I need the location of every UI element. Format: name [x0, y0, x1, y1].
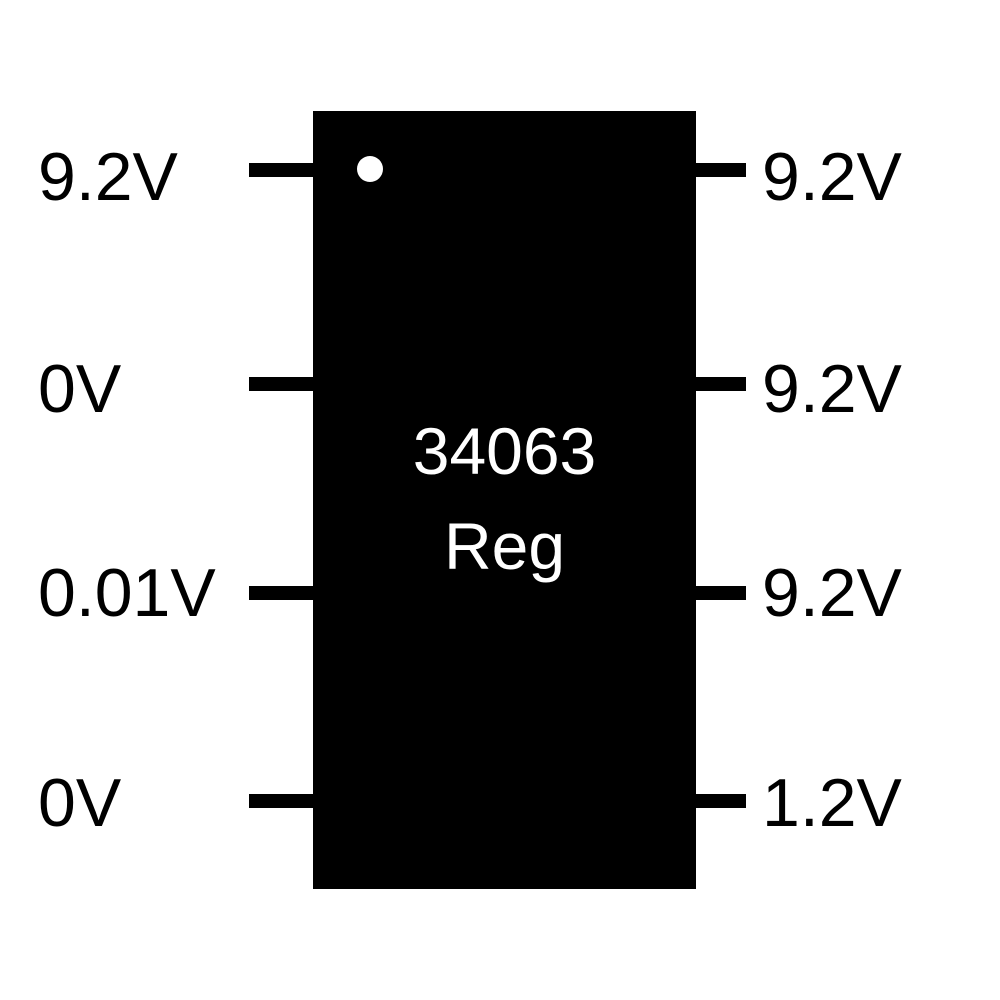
pin-4-lead [249, 794, 315, 808]
pin-7-lead [694, 377, 746, 391]
pin-1-voltage-label: 9.2V [38, 139, 178, 215]
pin-6-voltage-label: 9.2V [762, 555, 902, 631]
pin1-indicator-dot [357, 156, 383, 182]
pin-1-lead [249, 163, 315, 177]
chip-part-number: 34063 [412, 414, 597, 488]
pin-8-lead [694, 163, 746, 177]
pin-2-voltage-label: 0V [38, 351, 122, 427]
pin-5-voltage-label: 1.2V [762, 765, 902, 841]
pin-3-lead [249, 586, 315, 600]
pin-7-voltage-label: 9.2V [762, 351, 902, 427]
ic-chip-body [313, 111, 696, 889]
chip-function-label: Reg [443, 509, 566, 583]
pin-4-voltage-label: 0V [38, 765, 122, 841]
pin-2-lead [249, 377, 315, 391]
pin-6-lead [694, 586, 746, 600]
pin-8-voltage-label: 9.2V [762, 139, 902, 215]
pin-5-lead [694, 794, 746, 808]
pin-3-voltage-label: 0.01V [38, 555, 216, 631]
